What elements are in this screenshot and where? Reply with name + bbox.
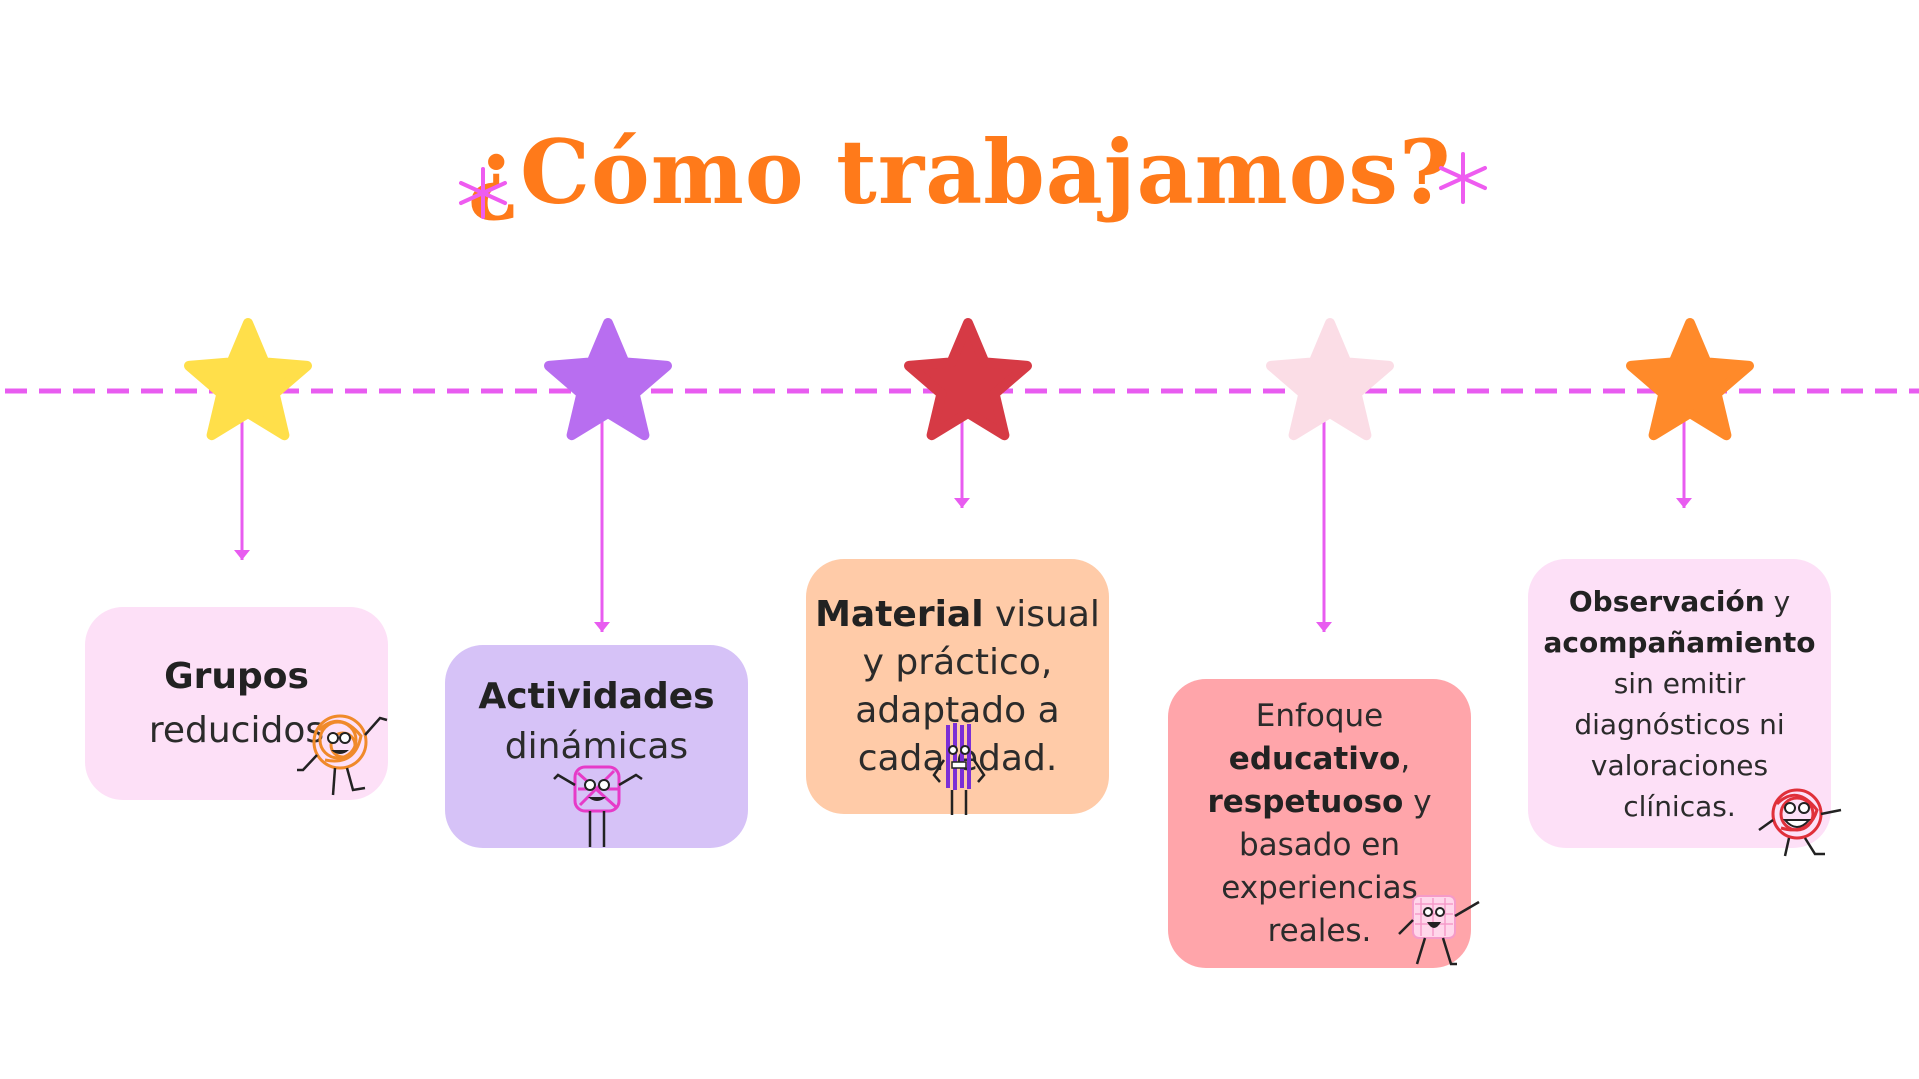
timeline-step-4 — [1266, 318, 1394, 632]
card-text-line: Enfoque — [1256, 695, 1384, 738]
card-text: dinámicas — [504, 725, 689, 767]
doodle-character-icon-purple — [932, 723, 986, 815]
card-text-line: basado en — [1239, 824, 1400, 867]
card-text: reducidos — [148, 709, 325, 751]
card-text: sin emitir — [1613, 666, 1746, 700]
card-text-line: sin emitir — [1614, 663, 1746, 704]
card-text: cada edad. — [857, 737, 1058, 779]
card-text-bold: acompañamiento — [1543, 625, 1816, 659]
card-text-line: experiencias — [1221, 867, 1418, 910]
doodle-character-icon-pink — [553, 765, 643, 847]
page-title: ¿Cómo trabajamos? — [467, 120, 1452, 224]
sparkle-icon-right — [1439, 152, 1487, 204]
card-text: reales. — [1267, 912, 1372, 949]
arrow-head-icon — [954, 498, 970, 508]
card-text-line: acompañamiento — [1544, 622, 1816, 663]
star-icon — [544, 318, 672, 441]
card-text: experiencias — [1221, 869, 1418, 906]
card-text-bold: Actividades — [478, 675, 715, 717]
card-text-bold: educativo — [1228, 740, 1401, 777]
card-text: , — [1400, 740, 1411, 777]
timeline-step-3 — [904, 318, 1032, 508]
star-icon — [1626, 318, 1754, 441]
card-text-bold: Observación — [1568, 584, 1765, 618]
card-text-line: Actividades — [478, 672, 714, 722]
card-text: y — [1764, 584, 1791, 618]
arrow-head-icon — [1676, 498, 1692, 508]
card-text-line: Observación y — [1569, 581, 1790, 622]
card-text: adaptado a — [855, 689, 1060, 731]
card-text-line: clínicas. — [1623, 786, 1736, 827]
card-text: valoraciones — [1590, 748, 1769, 782]
card-text-line: adaptado a — [855, 687, 1059, 735]
card-text-line: respetuoso y — [1207, 781, 1431, 824]
star-icon — [184, 318, 312, 441]
card-text: diagnósticos ni — [1574, 707, 1785, 741]
doodle-character-icon-orange — [297, 714, 388, 796]
card-text-line: y práctico, — [863, 639, 1053, 687]
timeline-step-5 — [1626, 318, 1754, 508]
arrow-head-icon — [594, 622, 610, 632]
card-text: y — [1403, 783, 1432, 820]
card-text-line: reales. — [1268, 910, 1372, 953]
timeline-step-2 — [544, 318, 672, 632]
card-text: clínicas. — [1623, 789, 1736, 823]
card-text-bold: Grupos — [164, 655, 309, 697]
card-text-line: diagnósticos ni — [1574, 704, 1784, 745]
card-text: basado en — [1238, 826, 1401, 863]
doodle-character-icon-red — [1758, 788, 1842, 857]
card-text: Enfoque — [1255, 697, 1384, 734]
arrow-head-icon — [1316, 622, 1332, 632]
card-text-line: Material visual — [815, 591, 1100, 639]
card-text-line: Grupos — [164, 650, 309, 704]
card-text: y práctico, — [862, 641, 1053, 683]
sparkle-icon-left — [459, 167, 507, 219]
card-text-line: educativo, — [1229, 738, 1410, 781]
star-icon — [904, 318, 1032, 441]
doodle-character-icon-lightpink — [1398, 895, 1480, 966]
card-text-line: reducidos — [149, 704, 324, 758]
card-text-bold: Material — [815, 593, 984, 635]
card-text-line: valoraciones — [1591, 745, 1768, 786]
arrow-head-icon — [234, 550, 250, 560]
card-actividades-dinamicas: Actividades dinámicas — [445, 645, 748, 848]
card-text-bold: respetuoso — [1207, 783, 1404, 820]
card-text: visual — [983, 593, 1100, 635]
card-text-line: cada edad. — [858, 735, 1058, 783]
star-icon — [1266, 318, 1394, 441]
card-text-line: dinámicas — [505, 722, 688, 772]
timeline-step-1 — [184, 318, 312, 560]
